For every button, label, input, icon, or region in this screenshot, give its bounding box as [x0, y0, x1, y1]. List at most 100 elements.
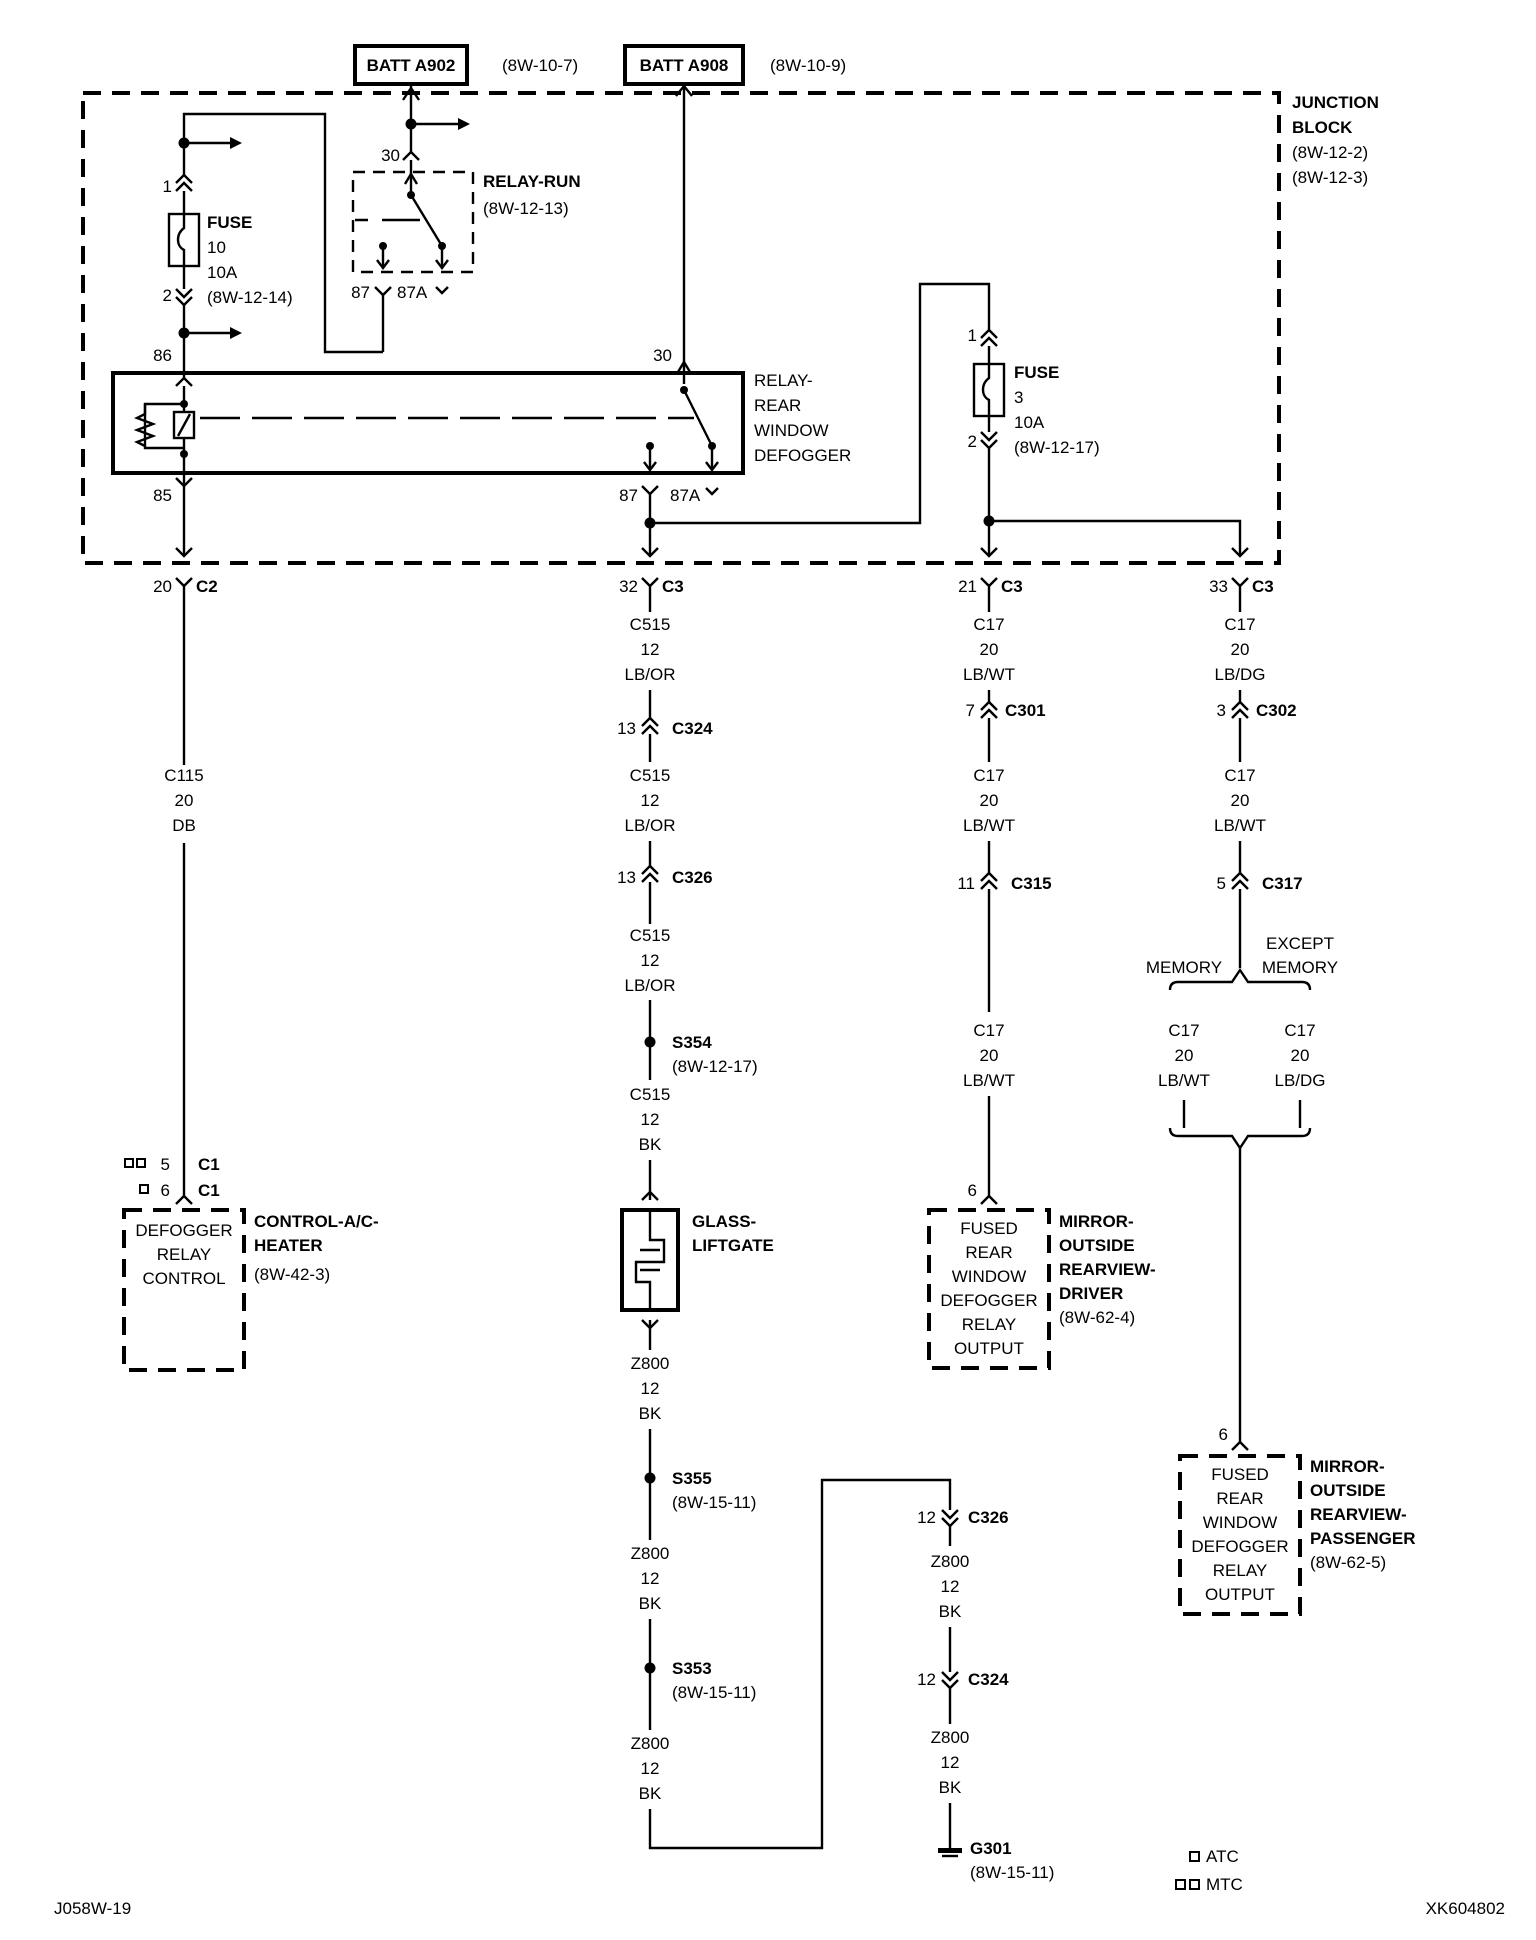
- junction-block-label: JUNCTION BLOCK (8W-12-2) (8W-12-3): [1292, 93, 1379, 187]
- junction-block-ref1: (8W-12-2): [1292, 143, 1368, 162]
- relay-defog-pin87a-label: 87A: [670, 486, 701, 505]
- col2-z1-color: BK: [639, 1404, 662, 1423]
- col2-s353-ref: (8W-15-11): [672, 1683, 756, 1702]
- col4-wire2-color: LB/WT: [1214, 816, 1266, 835]
- mirror-pass-title2: OUTSIDE: [1310, 1481, 1386, 1500]
- fuse10-rating: 10A: [207, 263, 238, 282]
- relay-run-to-fuse10-wire: [182, 112, 383, 354]
- col1-mtc-marker: [124, 1158, 146, 1168]
- a902-feed-wire: 30: [381, 84, 470, 165]
- col3-wire1-color: LB/WT: [963, 665, 1015, 684]
- relay-defog-title4: DEFOGGER: [754, 446, 851, 465]
- mirror-pass-ref: (8W-62-5): [1310, 1553, 1386, 1572]
- fuse10-pin1-label: 1: [163, 177, 172, 196]
- control-ac-heater: DEFOGGER RELAY CONTROL CONTROL-A/C- HEAT…: [122, 1208, 379, 1372]
- col3-wire2-color: LB/WT: [963, 816, 1015, 835]
- col3-c315-label: C315: [1011, 874, 1052, 893]
- col4-wire2-circuit: C17: [1224, 766, 1255, 785]
- relay-run-pin87-label: 87: [351, 283, 370, 302]
- col4-c302-pin: 3: [1217, 701, 1226, 720]
- mirror-pass-inner6: OUTPUT: [1205, 1585, 1275, 1604]
- mirror-driver-inner6: OUTPUT: [954, 1339, 1024, 1358]
- mirror-driver-ref: (8W-62-4): [1059, 1308, 1135, 1327]
- col4-mem-gauge: 20: [1175, 1046, 1194, 1065]
- relay-run-pin30-label: 30: [381, 146, 400, 165]
- col3-wire1-gauge: 20: [980, 640, 999, 659]
- mirror-pass-outline: [1178, 1454, 1302, 1616]
- fuse-10: 1 2 FUSE 10 10A (8W-12-14): [163, 173, 293, 307]
- col2-s353-label: S353: [672, 1659, 712, 1678]
- col2-circuit: 32 C3 C515 12 LB/OR 13 C324 C515 12 LB/O…: [617, 577, 758, 1201]
- relay-defog-pin85-label: 85: [153, 486, 172, 505]
- s355-splice: [644, 1472, 656, 1484]
- col4-c302-label: C302: [1256, 701, 1297, 720]
- col3-c3-pin: 21: [958, 577, 977, 596]
- col4-wire1-gauge: 20: [1231, 640, 1250, 659]
- mirror-pass-title3: REARVIEW-: [1310, 1505, 1407, 1524]
- col2-wire2-circuit: C515: [630, 766, 671, 785]
- fuse10-bottom-tap: 86: [153, 305, 242, 387]
- col3-z2-gauge: 12: [941, 1753, 960, 1772]
- control-ac-outline: [122, 1208, 246, 1372]
- mirror-driver-title2: OUTSIDE: [1059, 1236, 1135, 1255]
- col3-wire1-circuit: C17: [973, 615, 1004, 634]
- fuse3-pin2-label: 2: [968, 432, 977, 451]
- pin85-wire: [175, 486, 193, 558]
- col3-circuit: 21 C3 C17 20 LB/WT 7 C301 C17 20 LB/WT 1…: [957, 577, 1052, 1205]
- mirror-driver-inner3: WINDOW: [952, 1267, 1027, 1286]
- col3-ground-circuit: 12 C326 Z800 12 BK 12 C324 Z800 12 BK G3…: [917, 1508, 1054, 1882]
- legend-mtc-marker: [1175, 1879, 1200, 1890]
- a908-feed-wire: [675, 84, 693, 362]
- col2-z3-gauge: 12: [641, 1759, 660, 1778]
- col4-mem-circuit: C17: [1168, 1021, 1199, 1040]
- col1-c1-pin6: 6: [161, 1181, 170, 1200]
- col2-z1-gauge: 12: [641, 1379, 660, 1398]
- relay-run-pin87a-label: 87A: [397, 283, 428, 302]
- col2-wire1-gauge: 12: [641, 640, 660, 659]
- col3-c324-label: C324: [968, 1670, 1009, 1689]
- relay-run: 87 87A RELAY-RUN (8W-12-13): [351, 160, 581, 352]
- col3-wire2-gauge: 20: [980, 791, 999, 810]
- fuse10-ref: (8W-12-14): [207, 288, 293, 307]
- col2-z2-gauge: 12: [641, 1569, 660, 1588]
- fuse3-pin1-label: 1: [968, 326, 977, 345]
- fuse3-ref: (8W-12-17): [1014, 438, 1100, 457]
- col2-c326-label: C326: [672, 868, 713, 887]
- g301-ground-symbol: [938, 1848, 962, 1853]
- junction-block-title1: JUNCTION: [1292, 93, 1379, 112]
- col3-c315-pin: 11: [957, 874, 975, 893]
- col4-mem-color: LB/WT: [1158, 1071, 1210, 1090]
- col2-s355-ref: (8W-15-11): [672, 1493, 756, 1512]
- col2-wire4-gauge: 12: [641, 1110, 660, 1129]
- legend-atc: ATC: [1206, 1847, 1239, 1866]
- batt-a902-label: BATT A902: [367, 56, 456, 75]
- col3-z1-color: BK: [939, 1602, 962, 1621]
- col2-wire1-color: LB/OR: [624, 665, 675, 684]
- relay-defog-pin87-label: 87: [619, 486, 638, 505]
- mirror-driver-inner2: REAR: [965, 1243, 1012, 1262]
- col3-wire2-circuit: C17: [973, 766, 1004, 785]
- fuse3-number: 3: [1014, 388, 1023, 407]
- col3-wire3-color: LB/WT: [963, 1071, 1015, 1090]
- col3-g301-label: G301: [970, 1839, 1012, 1858]
- control-ac-title1: CONTROL-A/C-: [254, 1212, 379, 1231]
- col3-c326-label: C326: [968, 1508, 1009, 1527]
- col3-c324-pin: 12: [917, 1670, 936, 1689]
- relay-defog-title1: RELAY-: [754, 371, 813, 390]
- col4-exc-color: LB/DG: [1274, 1071, 1325, 1090]
- col2-s354-ref: (8W-12-17): [672, 1057, 758, 1076]
- control-ac-ref: (8W-42-3): [254, 1265, 330, 1284]
- col2-wire4-circuit: C515: [630, 1085, 671, 1104]
- legend: ATC MTC: [1175, 1847, 1243, 1894]
- col2-c326-pin: 13: [617, 868, 636, 887]
- mirror-pass-inner1: FUSED: [1211, 1465, 1269, 1484]
- col4-c317-pin: 5: [1217, 874, 1226, 893]
- col4-except-label1: EXCEPT: [1266, 934, 1334, 953]
- col3-c301-label: C301: [1005, 701, 1046, 720]
- relay-defog-title2: REAR: [754, 396, 801, 415]
- s353-splice: [644, 1662, 656, 1674]
- col3-z1-circuit: Z800: [931, 1552, 970, 1571]
- control-ac-inner3: CONTROL: [142, 1269, 225, 1288]
- mirror-driver-inner5: RELAY: [962, 1315, 1017, 1334]
- batt-a902-ref: (8W-10-7): [502, 56, 578, 75]
